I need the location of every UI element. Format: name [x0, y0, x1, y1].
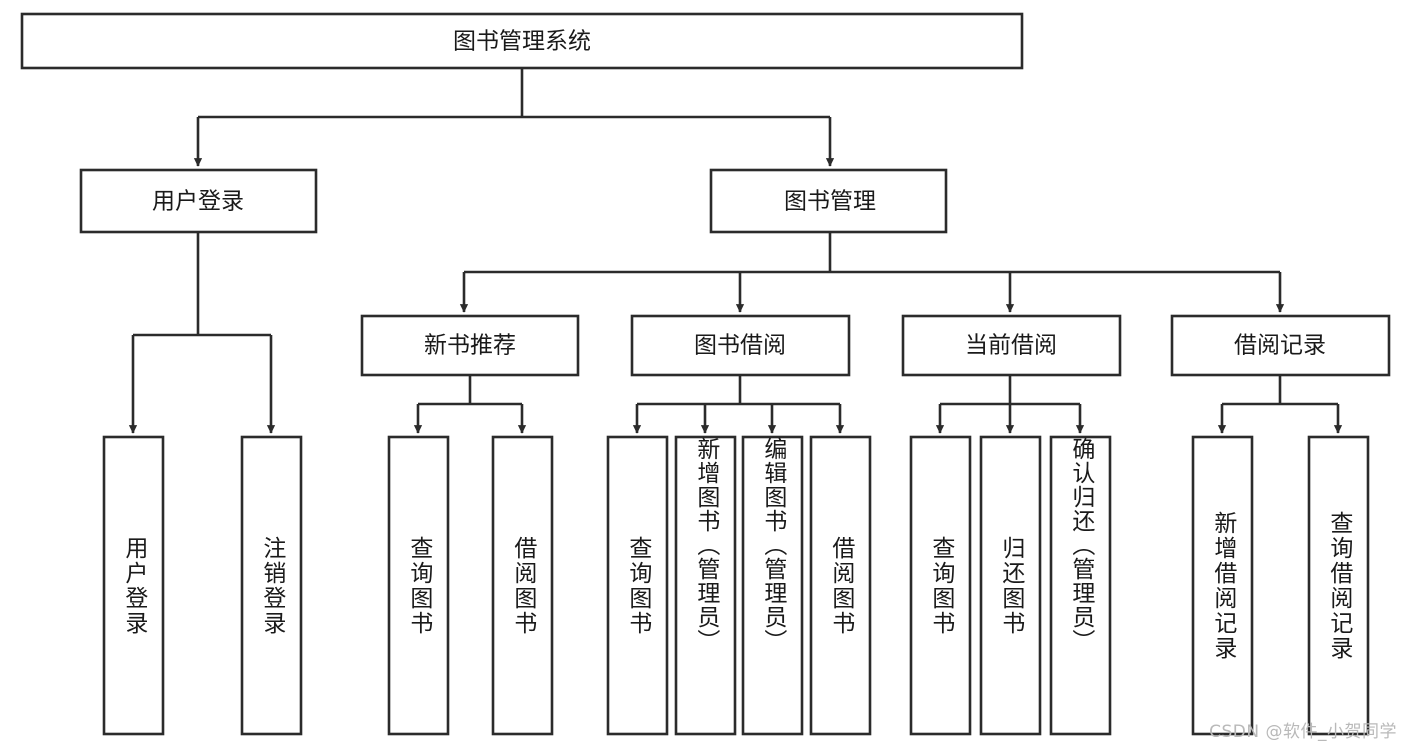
node-leaf-add-record[interactable]: 新增借阅记录: [1191, 435, 1254, 736]
node-book-manage-box[interactable]: [709, 168, 948, 234]
node-leaf-query-record-box[interactable]: [1307, 435, 1370, 736]
node-leaf-user-login-box[interactable]: [102, 435, 165, 736]
node-leaf-add-record-label: 新增借阅记录: [1209, 510, 1236, 661]
node-leaf-confirm-return-box[interactable]: [1049, 435, 1112, 736]
node-leaf-return-book[interactable]: 归还图书: [979, 435, 1042, 736]
node-book-manage-label: 图书管理: [784, 189, 876, 215]
node-leaf-logout-label: 注销登录: [258, 535, 285, 636]
node-leaf-query-book-1-label: 查询图书: [405, 535, 432, 636]
node-borrow-record-box[interactable]: [1170, 314, 1391, 377]
node-user-login-box[interactable]: [79, 168, 318, 234]
node-leaf-logout[interactable]: 注销登录: [240, 435, 303, 736]
node-leaf-add-book-box[interactable]: [674, 435, 737, 736]
node-new-book-rec-label: 新书推荐: [424, 333, 516, 359]
node-leaf-query-book-3-label: 查询图书: [927, 535, 954, 636]
node-leaf-query-book-2-box[interactable]: [606, 435, 669, 736]
node-book-borrow-box[interactable]: [630, 314, 851, 377]
node-new-book-rec[interactable]: 新书推荐: [360, 314, 580, 377]
node-book-manage[interactable]: 图书管理: [709, 168, 948, 234]
node-leaf-borrow-book-2-box[interactable]: [809, 435, 872, 736]
node-leaf-edit-book-label: 编辑图书（管理员）: [759, 437, 786, 653]
node-current-borrow[interactable]: 当前借阅: [901, 314, 1122, 377]
node-current-borrow-label: 当前借阅: [965, 333, 1057, 359]
node-leaf-query-book-3[interactable]: 查询图书: [909, 435, 972, 736]
node-leaf-query-record-label: 查询借阅记录: [1325, 510, 1352, 661]
node-leaf-edit-book[interactable]: 编辑图书（管理员）: [741, 435, 804, 736]
node-leaf-edit-book-box[interactable]: [741, 435, 804, 736]
node-leaf-confirm-return[interactable]: 确认归还（管理员）: [1049, 435, 1112, 736]
node-leaf-user-login-label: 用户登录: [120, 535, 147, 636]
node-borrow-record-label: 借阅记录: [1234, 333, 1326, 359]
node-leaf-query-book-3-box[interactable]: [909, 435, 972, 736]
node-user-login-label: 用户登录: [152, 189, 244, 215]
node-user-login[interactable]: 用户登录: [79, 168, 318, 234]
node-book-borrow[interactable]: 图书借阅: [630, 314, 851, 377]
node-leaf-query-book-2-label: 查询图书: [624, 535, 651, 636]
node-leaf-query-book-1[interactable]: 查询图书: [387, 435, 450, 736]
node-root-box[interactable]: [20, 12, 1024, 70]
node-leaf-borrow-book-2[interactable]: 借阅图书: [809, 435, 872, 736]
node-leaf-confirm-return-label: 确认归还（管理员）: [1067, 437, 1094, 653]
node-book-borrow-label: 图书借阅: [694, 333, 786, 359]
node-leaf-borrow-book-1-label: 借阅图书: [509, 535, 536, 636]
node-current-borrow-box[interactable]: [901, 314, 1122, 377]
node-leaf-query-record[interactable]: 查询借阅记录: [1307, 435, 1370, 736]
node-leaf-return-book-box[interactable]: [979, 435, 1042, 736]
node-leaf-user-login[interactable]: 用户登录: [102, 435, 165, 736]
node-leaf-query-book-1-box[interactable]: [387, 435, 450, 736]
node-leaf-logout-box[interactable]: [240, 435, 303, 736]
node-leaf-borrow-book-2-label: 借阅图书: [827, 535, 854, 636]
node-leaf-add-book-label: 新增图书（管理员）: [692, 437, 719, 653]
node-new-book-rec-box[interactable]: [360, 314, 580, 377]
node-leaf-query-book-2[interactable]: 查询图书: [606, 435, 669, 736]
node-leaf-borrow-book-1-box[interactable]: [491, 435, 554, 736]
node-leaf-borrow-book-1[interactable]: 借阅图书: [491, 435, 554, 736]
node-borrow-record[interactable]: 借阅记录: [1170, 314, 1391, 377]
node-leaf-return-book-label: 归还图书: [997, 535, 1024, 636]
connector-layer: [128, 68, 1343, 434]
node-leaf-add-book[interactable]: 新增图书（管理员）: [674, 435, 737, 736]
node-root[interactable]: 图书管理系统: [20, 12, 1024, 70]
node-leaf-add-record-box[interactable]: [1191, 435, 1254, 736]
node-root-label: 图书管理系统: [453, 29, 591, 55]
